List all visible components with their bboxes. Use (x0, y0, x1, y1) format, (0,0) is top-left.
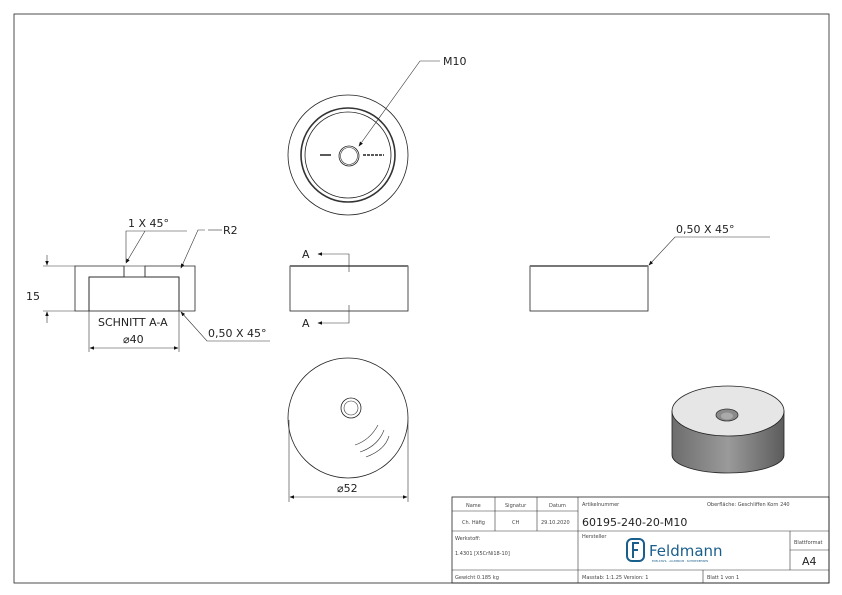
logo-text: Feldmann (649, 542, 723, 560)
side-chamfer-label: 0,50 X 45° (676, 223, 735, 236)
bottom-view: ⌀52 (287, 357, 409, 502)
scale-version: Masstab: 1:1.25 Version: 1 (582, 575, 649, 581)
section-mark-bottom: A (302, 317, 310, 330)
material-label: Werkstoff: (455, 536, 481, 542)
diameter-40-label: ⌀40 (123, 333, 144, 346)
height-dimension: 15 (26, 290, 40, 303)
sheet-number: Blatt 1 von 1 (707, 575, 739, 581)
radius-label: R2 (223, 224, 238, 237)
front-view: A A (289, 248, 409, 330)
drawing-date: 29.10.2020 (541, 520, 570, 526)
section-title: SCHNITT A-A (98, 316, 168, 329)
logo-subtitle: EDELSTAHL · ALUMINIUM · SCHMIEDEEISEN (652, 559, 708, 563)
feldmann-logo: Feldmann EDELSTAHL · ALUMINIUM · SCHMIED… (626, 538, 723, 563)
section-mark-top: A (302, 248, 310, 261)
sheet-format: A4 (802, 555, 817, 568)
weight: Gewicht 0.185 kg (455, 575, 499, 581)
manufacturer-label: Hersteller (582, 534, 607, 540)
sheet-border (13, 13, 830, 584)
title-block: Name Signatur Datum Ch. Häfig CH 29.10.2… (451, 496, 830, 584)
thread-label: M10 (443, 55, 467, 68)
side-view: 0,50 X 45° (529, 223, 770, 312)
material-value: 1.4301 [X5CrNi18-10] (455, 551, 510, 557)
drafter-name: Ch. Häfig (462, 520, 485, 526)
chamfer-top-label: 1 X 45° (128, 217, 169, 230)
chamfer-bottom-label: 0,50 X 45° (208, 327, 267, 340)
section-view: 15 1 X 45° R2 0,50 X 45° SCHNITT A-A ⌀40 (26, 217, 270, 352)
diameter-52-label: ⌀52 (337, 482, 358, 495)
drafter-signature: CH (512, 520, 519, 526)
isometric-view (671, 385, 785, 474)
sheet-format-label: Blattformat (794, 540, 823, 546)
name-header: Name (466, 503, 481, 509)
article-label: Artikelnummer (582, 502, 620, 508)
article-number: 60195-240-20-M10 (582, 516, 687, 529)
surface-finish: Oberfläche: Geschliffen Korn 240 (707, 502, 790, 508)
signature-header: Signatur (505, 503, 527, 509)
date-header: Datum (549, 503, 566, 509)
top-view: M10 (287, 55, 467, 216)
